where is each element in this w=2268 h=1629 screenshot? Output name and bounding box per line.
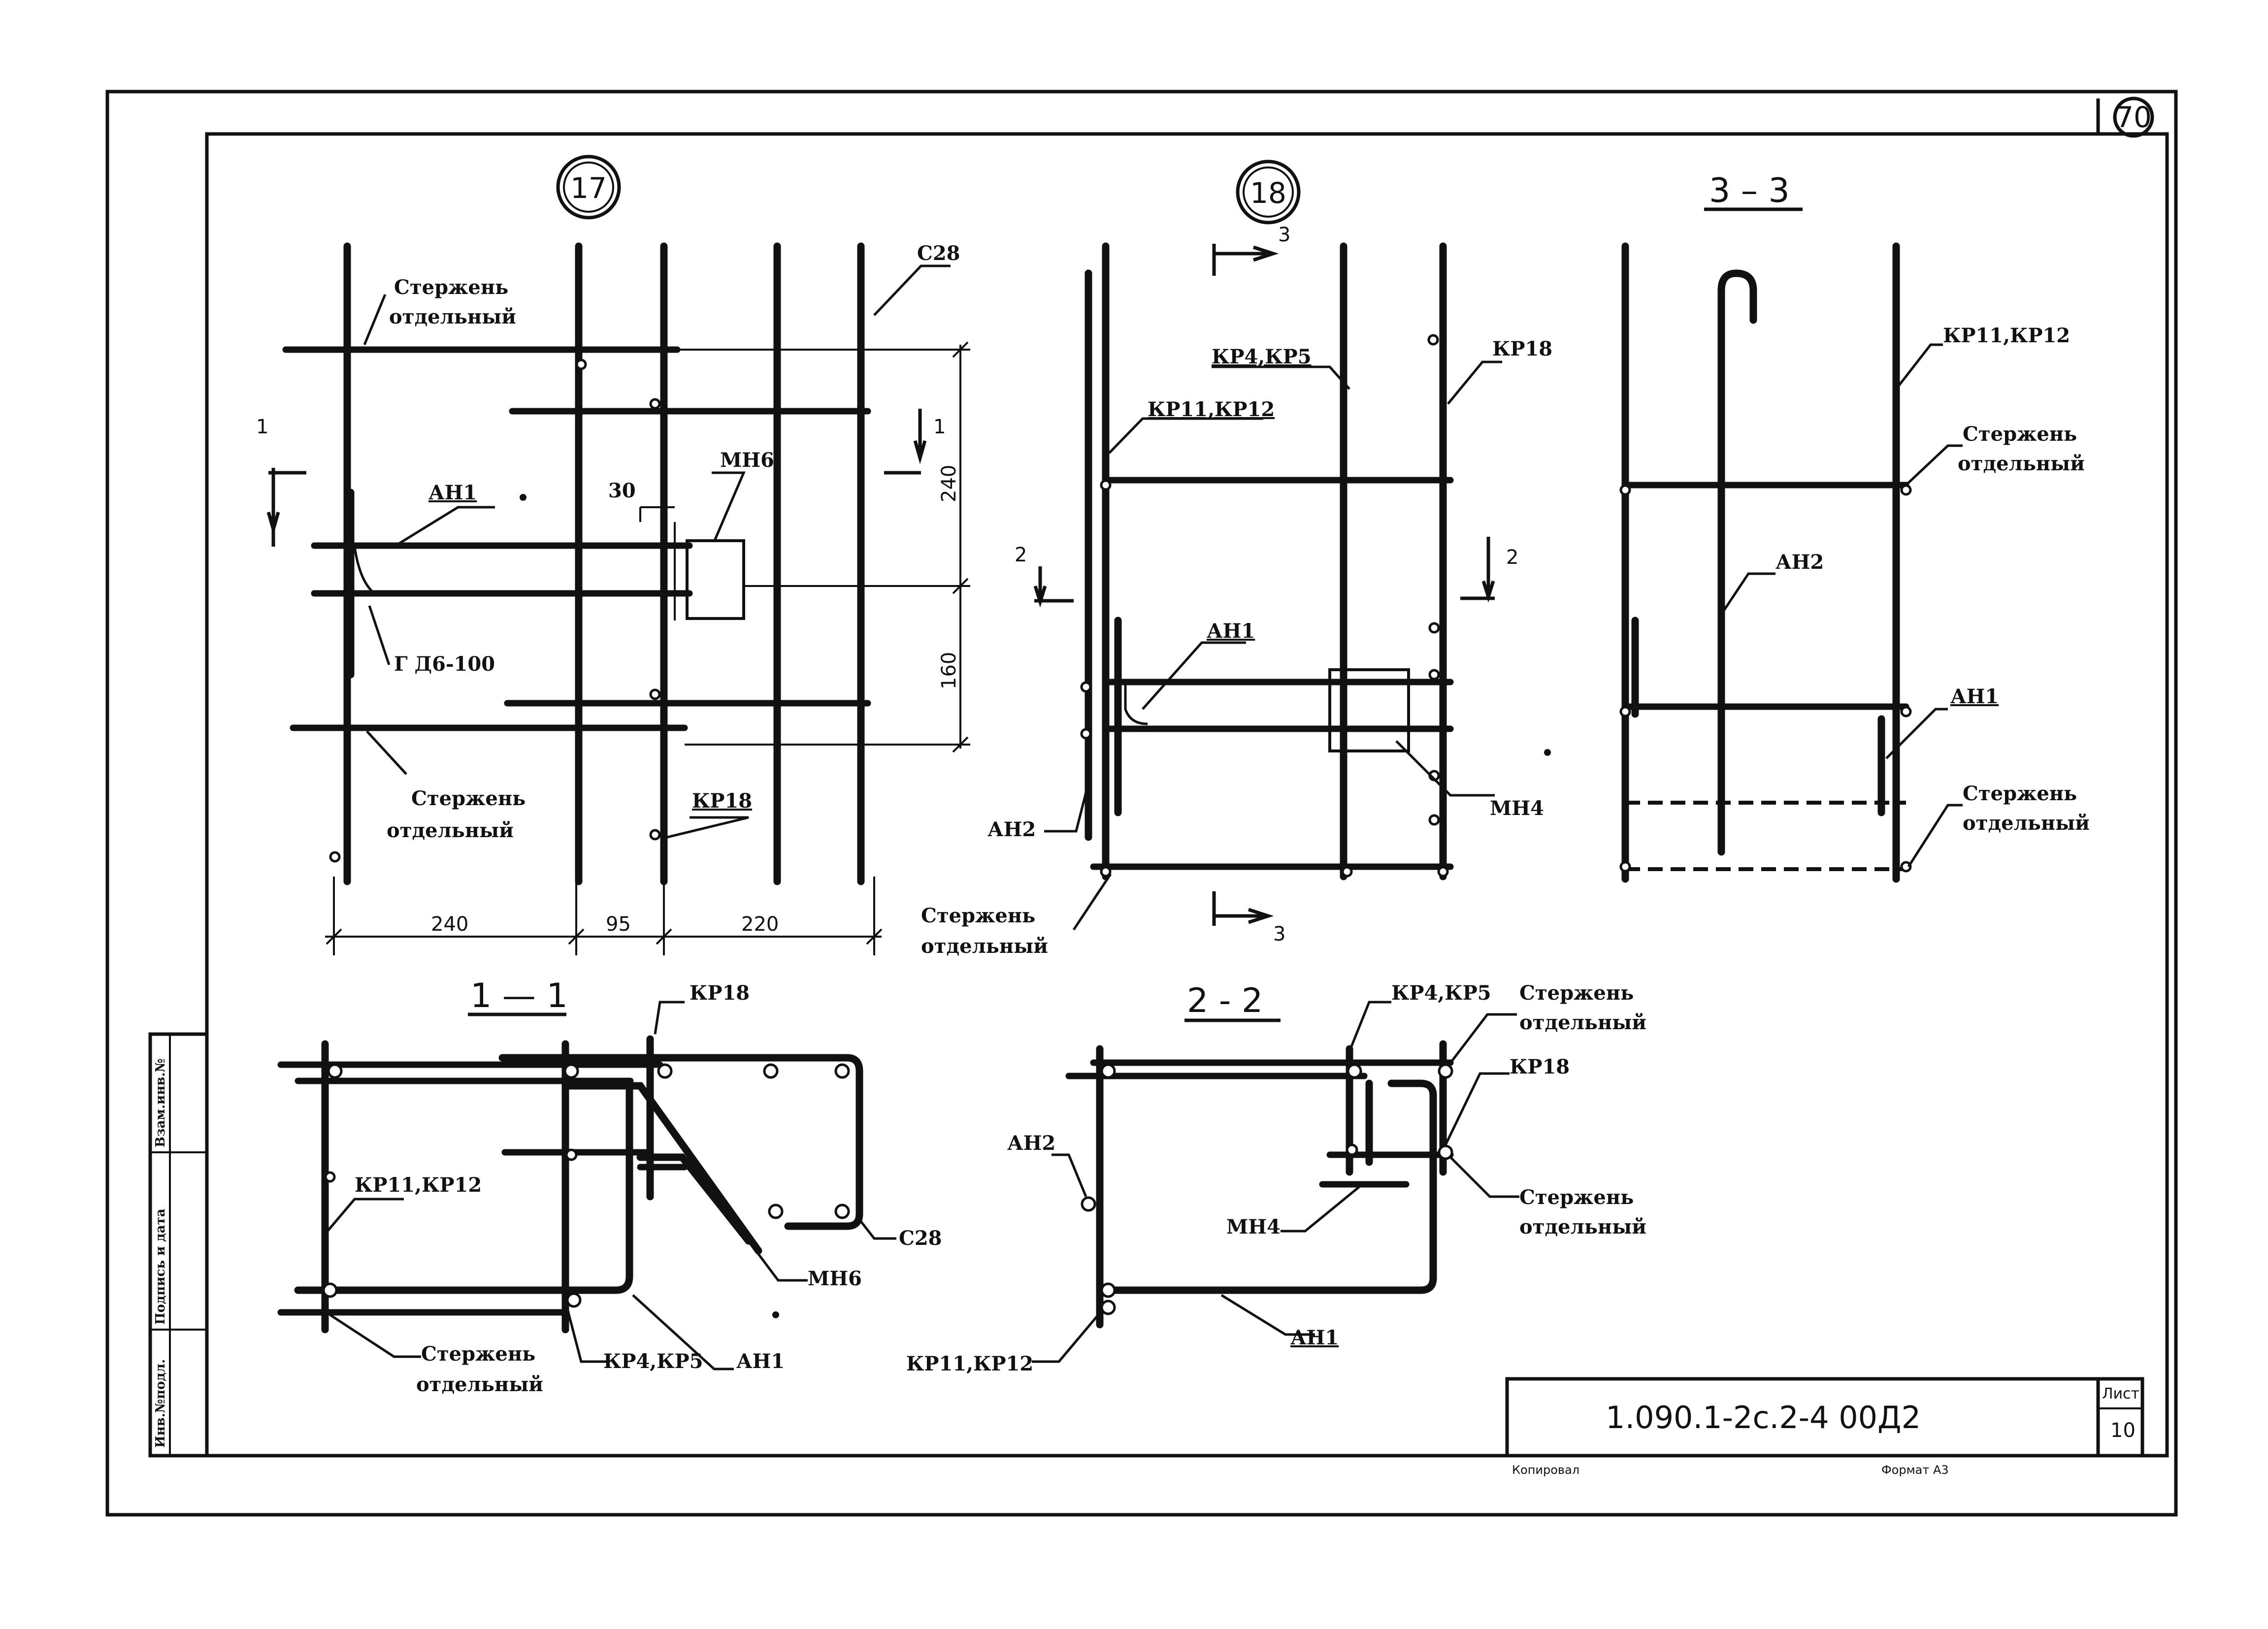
view-2-2: 2 - 2 КР4,КР5 Стержень отдельный КР18 АН…	[906, 981, 1646, 1375]
view-18-an2-label: АН2	[987, 818, 1036, 841]
view-1-1-kr18-label: КР18	[690, 981, 750, 1005]
view-17-kr18-label: КР18	[692, 789, 752, 813]
view-3-3: 3 – 3 КР11,КР12 Стержень отдельный АН2 А…	[1619, 171, 2090, 883]
dim-95-horizontal: 95	[606, 913, 631, 936]
view-17-rod-top-line1: Стержень	[394, 276, 508, 299]
cut-3-top: 3	[1278, 224, 1290, 246]
page-number-badge: 70	[2113, 97, 2154, 138]
view-17-rod-bottom-line2: отдельный	[387, 819, 514, 842]
page-number: 70	[2115, 100, 2152, 134]
view-2-2-rod-top-line2: отдельный	[1519, 1011, 1646, 1034]
dim-240-horizontal: 240	[431, 913, 468, 936]
view-1-1-an1-label: АН1	[736, 1350, 785, 1373]
view-2-2-kr1112-label: КР11,КР12	[906, 1352, 1033, 1375]
view-17-mn6-label: МН6	[720, 449, 774, 472]
view-1-1-mn6-label: МН6	[808, 1267, 862, 1290]
side-stamp: Инв.№подл. Подпись и дата Взам.инв.№	[148, 1032, 209, 1458]
view-2-2-an1-label: АН1	[1290, 1326, 1339, 1349]
view-3-3-rod-top-line2: отдельный	[1958, 452, 2085, 475]
view-17-marker: 17	[570, 171, 607, 205]
view-3-3-an1-label: АН1	[1950, 685, 1999, 708]
sheet-label: Лист	[2102, 1385, 2139, 1402]
view-17-c28-label: С28	[917, 242, 960, 265]
view-1-1-kr45-label: КР4,КР5	[603, 1350, 703, 1373]
view-3-3-rod-bottom-line1: Стержень	[1963, 782, 2077, 805]
title-block: 1.090.1-2с.2-4 00Д2 Лист 10 Копировал Фо…	[1505, 1377, 2144, 1477]
view-17-rod-bottom-line1: Стержень	[411, 787, 526, 810]
document-code: 1.090.1-2с.2-4 00Д2	[1606, 1400, 1921, 1435]
view-18-an1-label: АН1	[1207, 619, 1255, 643]
view-3-3-rod-bottom-line2: отдельный	[1963, 812, 2090, 835]
view-1-1-kr1112-label: КР11,КР12	[355, 1173, 482, 1197]
dim-220-horizontal: 220	[741, 913, 779, 936]
view-2-2-title: 2 - 2	[1187, 981, 1263, 1020]
view-17-an1-label: АН1	[428, 481, 477, 504]
view-18: 18 3 3 2 2	[921, 160, 1552, 958]
dim-240-vertical: 240	[938, 465, 960, 502]
view-1-1-rod-line1: Стержень	[421, 1342, 535, 1366]
view-18-marker: 18	[1250, 176, 1286, 210]
view-2-2-rod-top-line1: Стержень	[1519, 981, 1634, 1005]
view-17-rod-top-line2: отдельный	[389, 305, 516, 328]
sign-label: Подпись и дата	[153, 1208, 168, 1325]
view-1-1: 1 — 1 КР18 КР11,КР12 С2	[277, 977, 942, 1396]
replace-label: Взам.инв.№	[153, 1058, 168, 1147]
copied-label: Копировал	[1512, 1463, 1579, 1477]
view-1-1-c28-label: С28	[899, 1227, 942, 1250]
view-2-2-kr18-label: КР18	[1510, 1055, 1570, 1078]
view-2-2-mn4-label: МН4	[1226, 1215, 1281, 1238]
cut-1-left: 1	[256, 416, 268, 438]
view-18-kr1112-label: КР11,КР12	[1148, 398, 1275, 421]
view-18-kr18-label: КР18	[1492, 337, 1552, 360]
cut-2-right: 2	[1506, 546, 1518, 569]
dim-30: 30	[608, 479, 636, 502]
view-3-3-rod-top-line1: Стержень	[1963, 423, 2077, 446]
view-18-mn4-label: МН4	[1490, 797, 1544, 820]
cut-2-left: 2	[1015, 544, 1027, 566]
sheet-number: 10	[2110, 1419, 2136, 1442]
view-17: 17 1 1	[256, 155, 970, 955]
view-3-3-an2-label: АН2	[1775, 551, 1824, 574]
view-2-2-rod-mid-line2: отдельный	[1519, 1215, 1646, 1238]
view-18-rod-line1: Стержень	[921, 904, 1035, 927]
inv-label: Инв.№подл.	[153, 1359, 168, 1448]
sheet-frame	[105, 90, 2178, 1517]
view-2-2-kr45-label: КР4,КР5	[1391, 981, 1491, 1005]
dim-160-vertical: 160	[938, 652, 960, 689]
view-2-2-an2-label: АН2	[1007, 1132, 1055, 1155]
cut-3-bottom: 3	[1273, 923, 1285, 945]
format-label: Формат А3	[1881, 1463, 1949, 1477]
cut-1-right: 1	[933, 416, 946, 438]
view-18-kr45-label: КР4,КР5	[1212, 345, 1312, 368]
view-17-d6-label: Г Д6-100	[394, 652, 495, 676]
view-18-rod-line2: отдельный	[921, 935, 1048, 958]
view-2-2-rod-mid-line1: Стержень	[1519, 1186, 1634, 1209]
view-1-1-title: 1 — 1	[470, 977, 568, 1015]
view-1-1-rod-line2: отдельный	[416, 1373, 543, 1396]
view-3-3-kr1112-label: КР11,КР12	[1943, 324, 2070, 347]
view-3-3-title: 3 – 3	[1709, 171, 1790, 210]
